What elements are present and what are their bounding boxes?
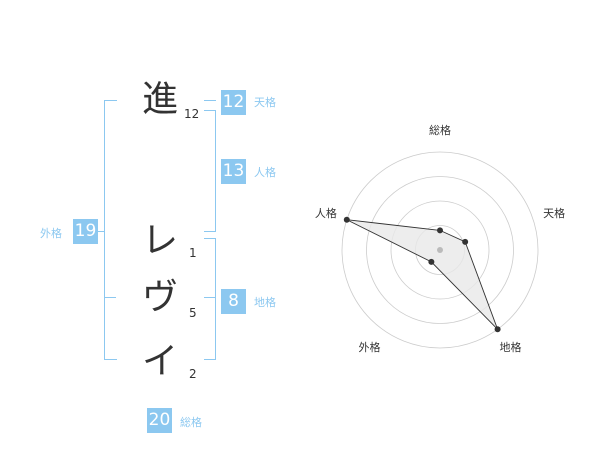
radar-point-1 xyxy=(437,227,443,234)
stroke-count-4: 2 xyxy=(189,367,197,381)
name-char-2: レ xyxy=(141,220,178,261)
radar-point-3 xyxy=(494,326,501,333)
outer-bracket xyxy=(104,100,117,360)
stroke-count-1: 12 xyxy=(184,107,200,121)
stroke-count-2: 1 xyxy=(189,246,197,260)
radar-series-area xyxy=(346,219,499,330)
name-char-4: イ xyxy=(141,341,178,382)
radar-grid-ring xyxy=(341,151,539,349)
name-char-3: ヴ xyxy=(141,277,178,318)
radar-axis-label-2: 天格 xyxy=(543,206,565,220)
soukaku-label: 総格 xyxy=(180,416,202,429)
radar-grid-ring xyxy=(390,200,490,300)
radar-center-point xyxy=(437,247,443,253)
gaikaku-value: 19 xyxy=(73,219,98,244)
jinkaku-bracket xyxy=(204,110,216,232)
tenkaku-value: 12 xyxy=(221,90,246,115)
radar-axis-label-5: 人格 xyxy=(315,206,337,220)
tenkaku-label: 天格 xyxy=(254,96,276,109)
soukaku-value: 20 xyxy=(147,408,172,433)
radar-axis-label-4: 外格 xyxy=(358,340,380,354)
radar-point-2 xyxy=(462,238,469,245)
jinkaku-label: 人格 xyxy=(254,166,276,179)
chikaku-bracket-tick xyxy=(204,297,215,298)
jinkaku-value: 13 xyxy=(221,159,246,184)
gaikaku-label: 外格 xyxy=(40,227,62,240)
gaikaku-connector xyxy=(92,231,104,232)
stroke-count-3: 5 xyxy=(189,306,197,320)
chikaku-label: 地格 xyxy=(254,296,276,309)
radar-grid-ring xyxy=(366,176,514,324)
radar-point-4 xyxy=(428,258,435,265)
chikaku-value: 8 xyxy=(221,289,246,314)
radar-axis-label-3: 地格 xyxy=(500,340,522,354)
name-char-1: 進 xyxy=(141,79,178,120)
radar-point-5 xyxy=(343,216,350,223)
outer-bracket-tick xyxy=(104,297,116,298)
tenkaku-bracket xyxy=(204,100,216,101)
radar-axis-label-1: 総格 xyxy=(429,123,451,137)
chikaku-bracket xyxy=(204,238,216,360)
